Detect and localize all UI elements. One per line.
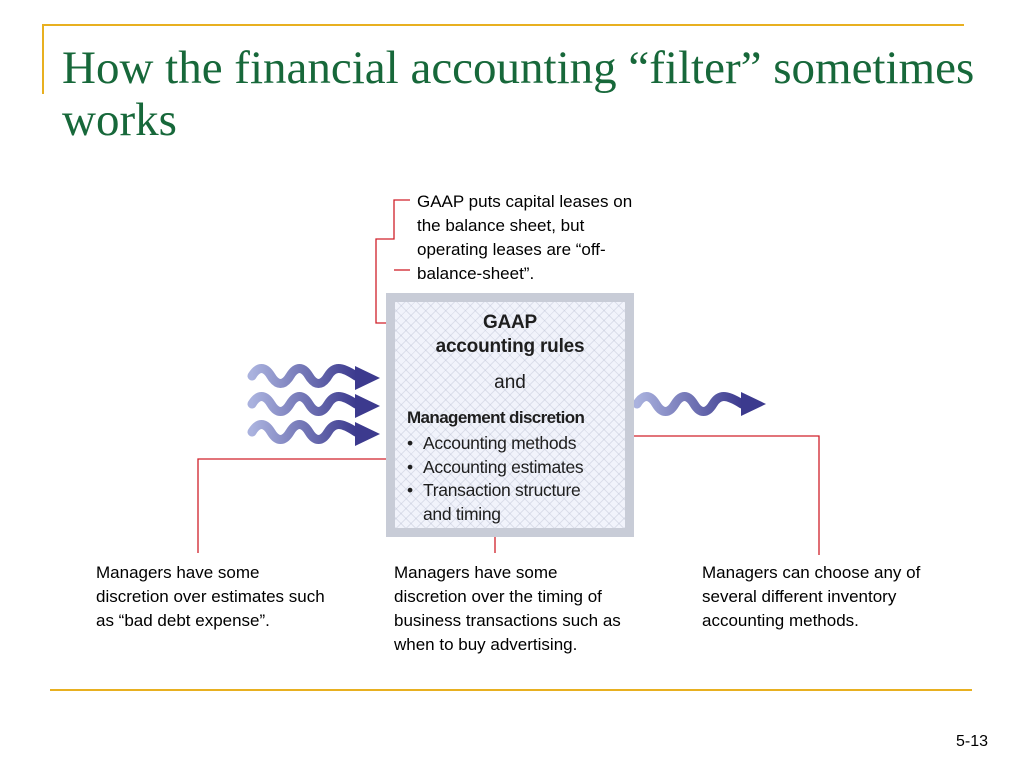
input-wave-arrow-3 (247, 420, 380, 446)
list-item: • Transaction structure (407, 479, 583, 503)
list-item-label: Accounting methods (423, 433, 577, 453)
callout-leases: GAAP puts capital leases on the balance … (417, 192, 633, 283)
callout-estimates: Managers have some discretion over estim… (96, 563, 325, 630)
management-discretion-heading: Management discretion (407, 408, 585, 427)
list-item: • Accounting methods (407, 432, 583, 456)
list-item-continuation: and timing (423, 503, 501, 524)
gaap-rules-heading: GAAP accounting rules (395, 311, 625, 359)
input-wave-arrow-2 (247, 392, 380, 418)
bottom-rule (50, 689, 972, 691)
bullet-icon: • (407, 456, 413, 477)
top-rule (42, 24, 964, 26)
page-number: 5-13 (955, 733, 988, 750)
callout-methods: Managers can choose any of several diffe… (702, 563, 921, 630)
accounting-filter-box: GAAP accounting rules and Management dis… (386, 293, 634, 537)
list-item-label: Accounting estimates (423, 456, 584, 477)
and-label: and (494, 372, 526, 393)
connector-methods (607, 435, 820, 555)
input-wave-arrow-1 (247, 364, 380, 390)
output-wave-arrow (632, 392, 766, 416)
bullet-icon: • (407, 433, 413, 453)
bullet-icon: • (407, 480, 413, 500)
gaap-heading-line1: GAAP (482, 312, 538, 333)
list-item-label: Transaction structure (423, 480, 581, 500)
list-item: • Accounting estimates (407, 456, 584, 480)
gaap-heading-line2: accounting rules (435, 336, 585, 357)
management-discretion-list: • Accounting methods • Accounting estimate… (407, 432, 584, 526)
slide-title: How the financial accounting “filter” so… (62, 42, 975, 146)
callout-timing: Managers have some discretion over the t… (394, 563, 621, 654)
side-rule (42, 24, 44, 94)
connector-estimates (197, 458, 410, 553)
